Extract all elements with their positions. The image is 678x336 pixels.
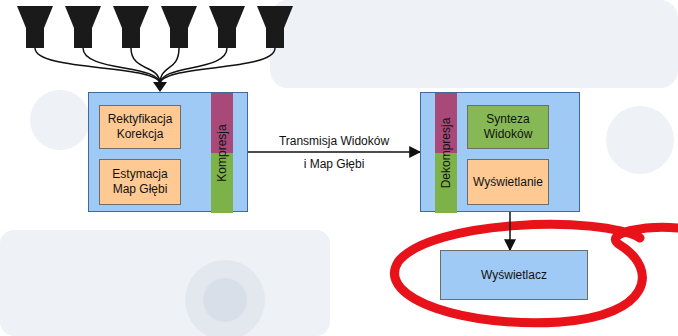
- camera-body: [266, 27, 284, 48]
- box-label: Rektyfikacja Korekcja: [104, 112, 176, 142]
- processing-block: Dekompresja Synteza WidokówWyświetlanie: [420, 92, 580, 212]
- camera-wire: [35, 48, 160, 84]
- process-box: Synteza Widoków: [467, 105, 549, 149]
- codec-strip: Kompresja: [211, 93, 233, 213]
- photo-panel: [270, 0, 678, 88]
- camera-wire: [131, 48, 160, 84]
- codec-label: Kompresja: [215, 124, 230, 181]
- camera-body: [74, 27, 92, 48]
- camera-lens: [161, 6, 197, 28]
- camera-body: [170, 27, 188, 48]
- camera-wire: [160, 48, 227, 84]
- camera-body: [218, 27, 236, 48]
- photo-knob: [185, 260, 265, 336]
- box-label: Estymacja Map Głębi: [104, 167, 176, 197]
- box-label: Synteza Widoków: [472, 112, 544, 142]
- arrow-head: [153, 82, 167, 92]
- box-label: Wyświetlacz: [481, 268, 547, 283]
- photo-knob: [30, 90, 90, 150]
- box-label: Wyświetlanie: [473, 175, 543, 190]
- codec-label: Dekompresja: [439, 118, 454, 189]
- edge-label: Transmisja Widoków: [277, 134, 391, 148]
- codec-strip: Dekompresja: [435, 93, 457, 213]
- camera-body: [26, 27, 44, 48]
- camera-lens: [17, 6, 53, 28]
- camera-wire: [160, 48, 275, 84]
- camera-lens: [257, 6, 293, 28]
- flow-arrow: [509, 212, 511, 250]
- photo-panel: [0, 230, 330, 336]
- transmission-note: i Map Głębi: [302, 157, 367, 171]
- camera-array: [17, 6, 293, 84]
- camera-lens: [209, 6, 245, 28]
- process-box: Estymacja Map Głębi: [99, 159, 181, 205]
- process-box: Wyświetlanie: [467, 159, 549, 205]
- process-box: Rektyfikacja Korekcja: [99, 105, 181, 149]
- flow-arrow: [248, 151, 420, 153]
- camera-wire: [83, 48, 160, 84]
- red-highlight-scribble: [395, 224, 678, 322]
- processing-block: Rektyfikacja KorekcjaEstymacja Map Głębi…: [88, 92, 248, 212]
- camera-lens: [113, 6, 149, 28]
- camera-lens: [65, 6, 101, 28]
- camera-body: [122, 27, 140, 48]
- photo-knob: [203, 278, 247, 322]
- display-box: Wyświetlacz: [440, 250, 588, 300]
- photo-knob: [606, 106, 674, 174]
